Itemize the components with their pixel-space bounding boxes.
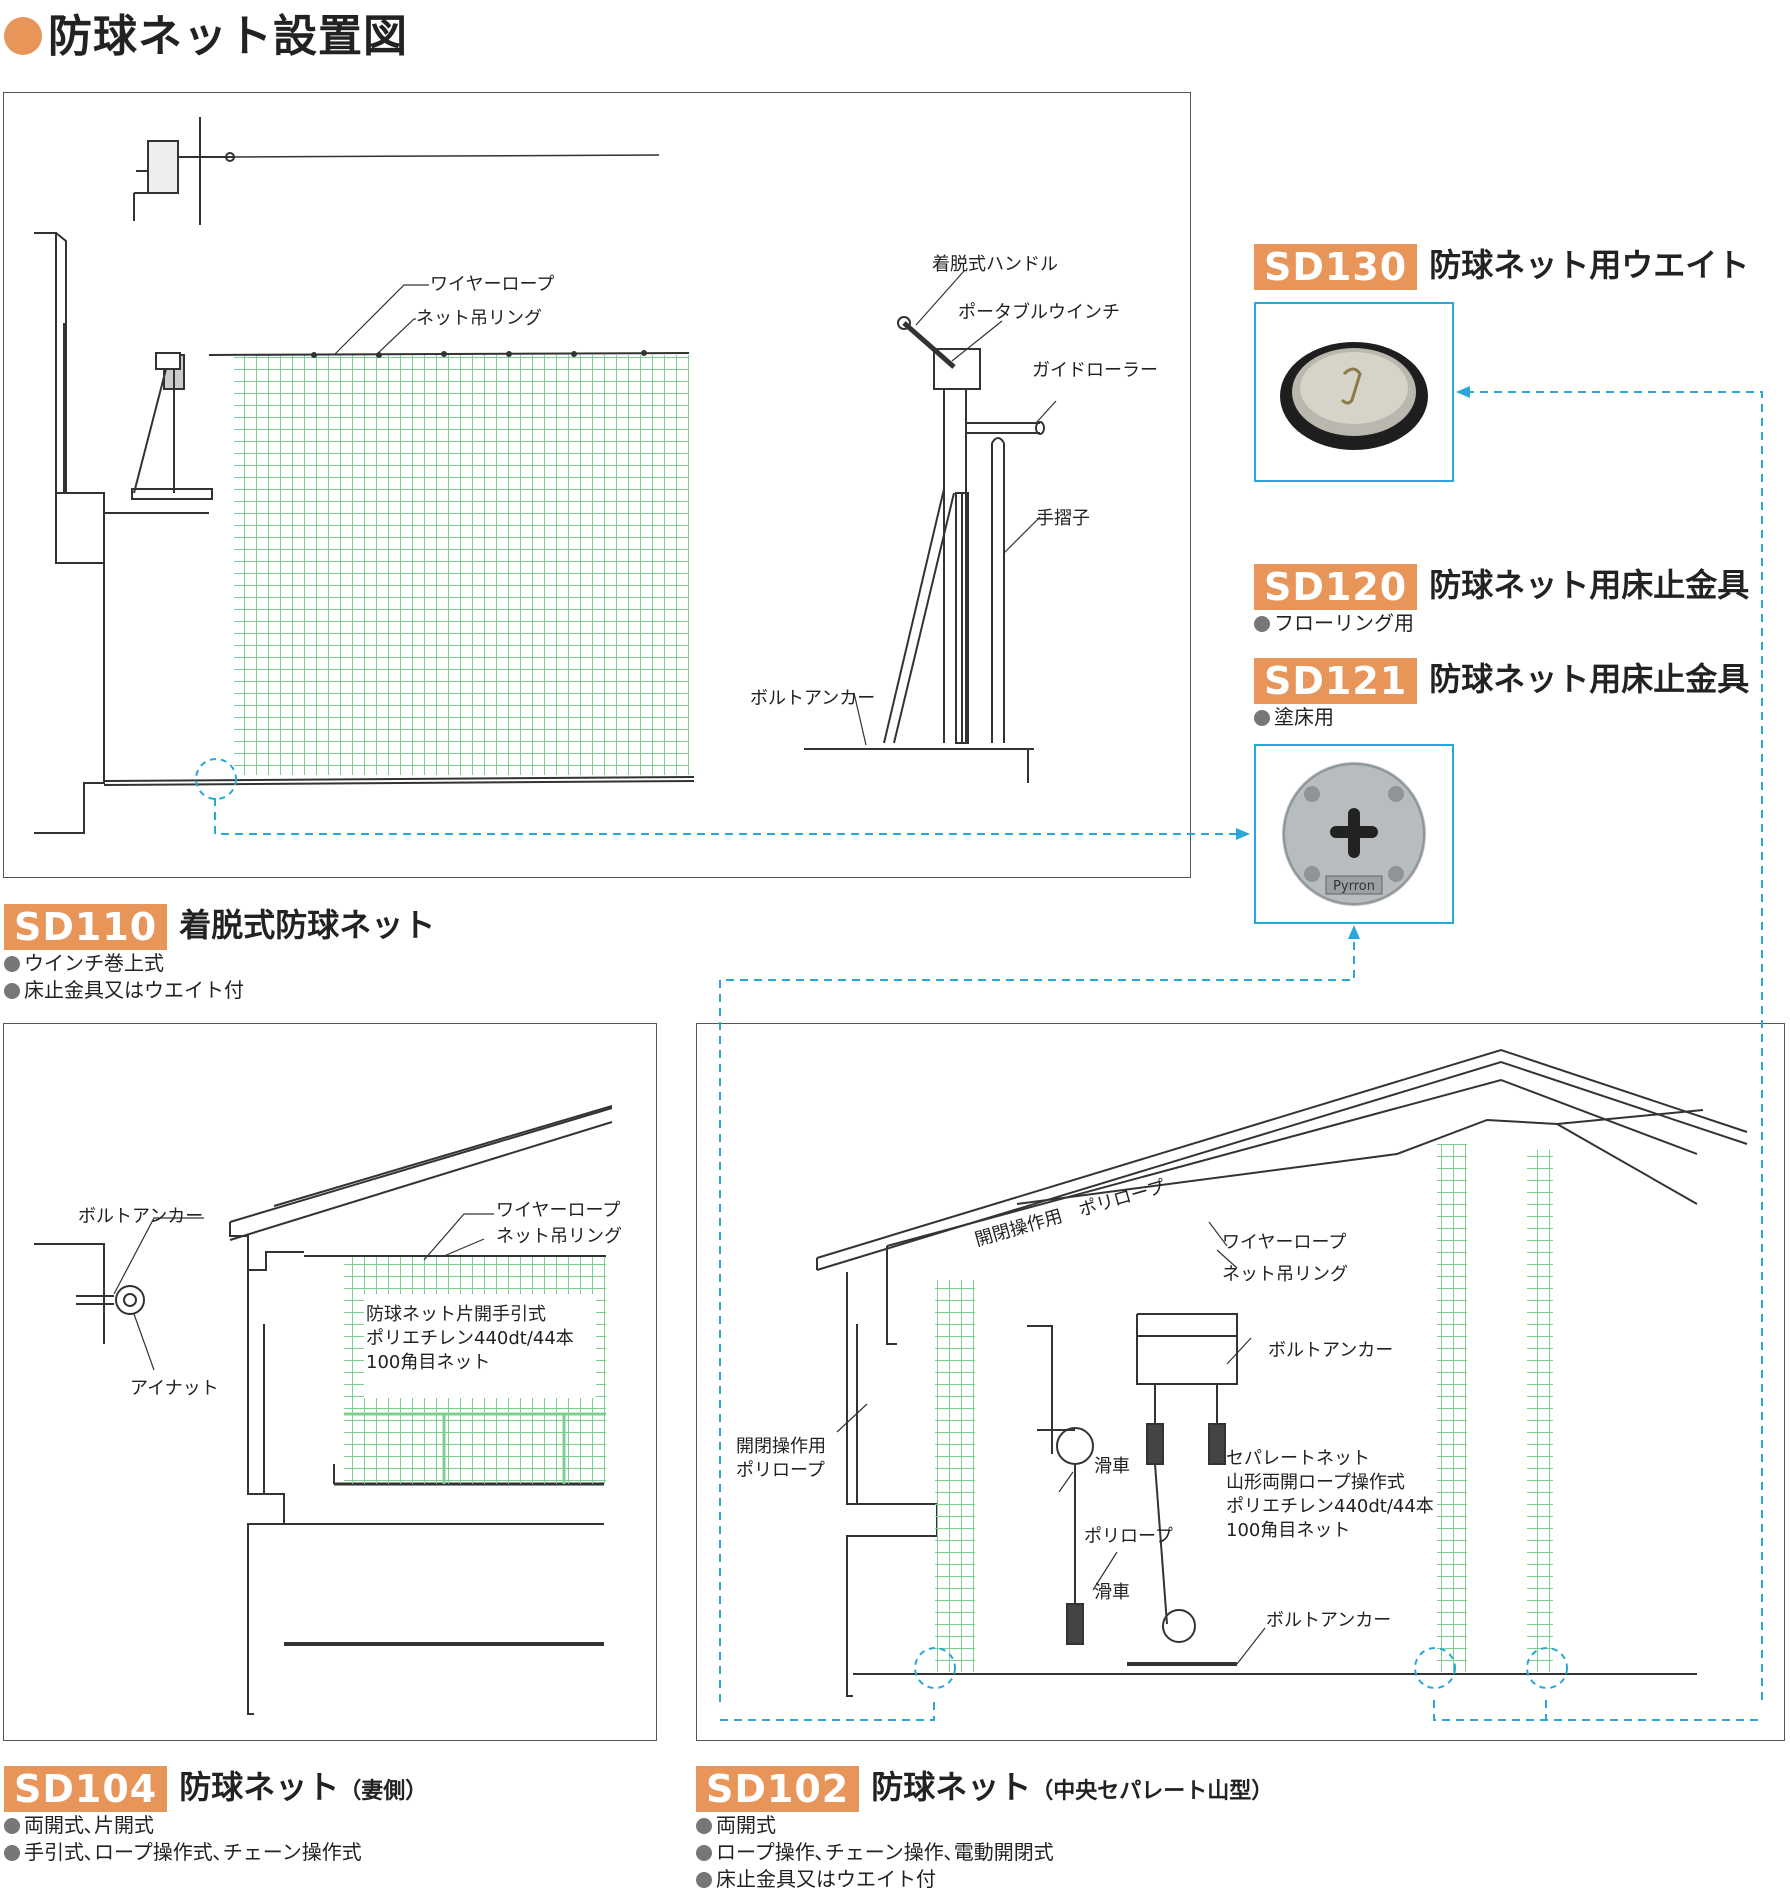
sd110-name: 着脱式防球ネット: [179, 906, 436, 944]
sd102-code: SD102: [696, 1766, 860, 1812]
sd130-weight-photo: [1254, 302, 1454, 482]
sd110-net: [234, 355, 689, 775]
left-wall: [34, 232, 213, 834]
sd110-header: SD110 着脱式防球ネット: [4, 900, 435, 950]
sd102-separate-net-line-4: 100角目ネット: [1226, 1520, 1351, 1541]
sd120-bullet: フローリング用: [1254, 610, 1414, 637]
title-bullet-dot: [4, 17, 42, 55]
sd104-sub: （妻側）: [339, 1779, 428, 1804]
sd102-name: 防球ネット（中央セパレート山型）: [871, 1768, 1274, 1806]
sd104-spec-line-1: 防球ネット片開手引式: [366, 1304, 546, 1325]
sd102-bolt-anchor-label-2: ボルトアンカー: [1266, 1610, 1392, 1631]
sd130-header: SD130 防球ネット用ウエイト: [1254, 240, 1749, 290]
floor-bracket-photo: Pyrron: [1254, 744, 1454, 924]
sd102-net-left: [935, 1280, 975, 1672]
sd110-winch-label: ポータブルウインチ: [958, 302, 1120, 323]
sd104-spec-line-3: 100角目ネット: [366, 1352, 491, 1373]
sd121-header: SD121 防球ネット用床止金具: [1254, 654, 1749, 704]
sd102-bullet-3: 床止金具又はウエイト付: [696, 1866, 936, 1893]
sd121-bullet: 塗床用: [1254, 704, 1334, 731]
sd102-rope-label-2: ポリロープ: [736, 1460, 825, 1481]
sd110-handle-label: 着脱式ハンドル: [932, 254, 1058, 275]
sd110-handrail-label: 手摺子: [1036, 508, 1090, 529]
sd130-code: SD130: [1254, 244, 1418, 290]
sd104-header: SD104 防球ネット（妻側）: [4, 1762, 427, 1812]
connector-sd102-to-bracket: [719, 935, 1355, 1702]
sd104-bullet-1: 両開式､片開式: [4, 1812, 154, 1839]
sd104-wire-rope-label: ワイヤーロープ: [496, 1200, 621, 1221]
sd102-net-ring-label: ネット吊リング: [1222, 1264, 1348, 1285]
page-title: 防球ネット設置図: [4, 0, 408, 64]
sd104-eye-nut-label: アイナット: [130, 1378, 219, 1399]
sd104-name: 防球ネット（妻側）: [179, 1768, 428, 1806]
sd121-name: 防球ネット用床止金具: [1429, 660, 1750, 698]
sd120-header: SD120 防球ネット用床止金具: [1254, 560, 1749, 610]
sd102-separate-net-line-3: ポリエチレン440dt/44本: [1226, 1496, 1434, 1517]
sd102-separate-net-line-2: 山形両開ロープ操作式: [1226, 1472, 1405, 1493]
sd104-code: SD104: [4, 1766, 168, 1812]
sd102-separate-net-line-1: セパレートネット: [1226, 1448, 1370, 1469]
sd102-drawing: 開閉操作用 ポリロープ: [816, 1048, 1748, 1697]
sd120-name: 防球ネット用床止金具: [1429, 566, 1750, 604]
sd120-code: SD120: [1254, 564, 1418, 610]
connector-sd110-to-bracket: [214, 798, 1240, 835]
sd102-rope-label-1: 開閉操作用: [736, 1436, 826, 1457]
sd104-diagram-panel: [3, 1023, 657, 1741]
sd102-bolt-anchor-label-1: ボルトアンカー: [1268, 1340, 1394, 1361]
winch-detail: [133, 117, 660, 225]
sd102-sub: （中央セパレート山型）: [1031, 1779, 1274, 1804]
sd104-spec-line-2: ポリエチレン440dt/44本: [366, 1328, 574, 1349]
sd110-drawing: [34, 117, 1057, 834]
sd102-pulley-label-2: 滑車: [1094, 1582, 1130, 1603]
sd102-bullet-1: 両開式: [696, 1812, 776, 1839]
sd104-bolt-anchor-label: ボルトアンカー: [78, 1206, 204, 1227]
connector-to-weight: [1464, 391, 1763, 1700]
sd110-code: SD110: [4, 904, 168, 950]
sd110-net-ring-label: ネット吊リング: [416, 308, 542, 329]
sd102-wire-rope-label: ワイヤーロープ: [1222, 1232, 1347, 1253]
sd102-header: SD102 防球ネット（中央セパレート山型）: [696, 1762, 1273, 1812]
connector-arrowheads: [1236, 386, 1470, 939]
winch-stand: [804, 316, 1045, 783]
sd104-net-ring-label: ネット吊リング: [496, 1226, 622, 1247]
sd110-diagram-panel: [3, 92, 1191, 878]
sd104-drawing: [34, 1105, 613, 1715]
sd110-guide-roller-label: ガイドローラー: [1032, 360, 1158, 381]
plate-text: Pyrron: [1333, 879, 1375, 894]
sd102-bullet-2: ロープ操作､チェーン操作､電動開閉式: [696, 1839, 1054, 1866]
sd102-pulley-label-1: 滑車: [1094, 1456, 1130, 1477]
sd110-bullet-1: ウインチ巻上式: [4, 950, 164, 977]
eye-nut-detail: [34, 1243, 145, 1344]
sd121-code: SD121: [1254, 658, 1418, 704]
sd102-net-center-1: [1437, 1144, 1467, 1672]
sd110-wire-rope-label: ワイヤーロープ: [430, 274, 555, 295]
sd130-name: 防球ネット用ウエイト: [1429, 246, 1750, 284]
sd104-bullet-2: 手引式､ロープ操作式､チェーン操作式: [4, 1839, 362, 1866]
sd102-poly-rope-label: ポリロープ: [1084, 1526, 1173, 1547]
pulley-assembly: [1027, 1313, 1238, 1666]
sd102-diagram-panel: 開閉操作用 ポリロープ: [696, 1023, 1785, 1741]
sd110-bolt-anchor-label: ボルトアンカー: [750, 688, 876, 709]
sd110-bullet-2: 床止金具又はウエイト付: [4, 977, 244, 1004]
sd102-net-center-2: [1527, 1150, 1553, 1672]
